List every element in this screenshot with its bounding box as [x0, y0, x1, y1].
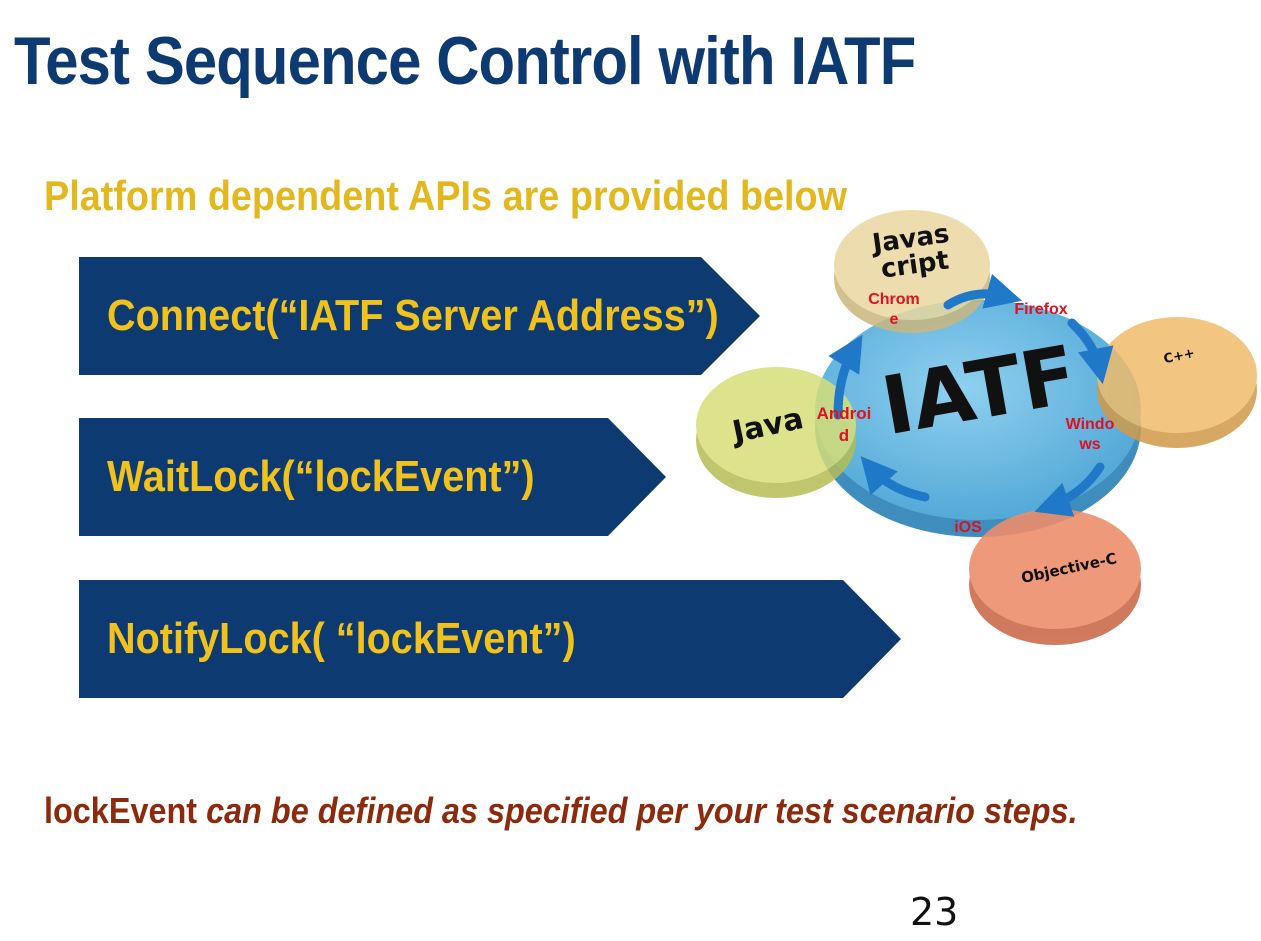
step-connect-label: Connect(“IATF Server Address”) — [107, 291, 719, 340]
cycle-arrow-bottom-right — [1034, 462, 1105, 517]
footnote-keyword: lockEvent — [44, 790, 198, 831]
ios-label: iOS — [954, 519, 982, 536]
cpp-label: C++ — [1162, 346, 1196, 367]
footnote: lockEvent can be defined as specified pe… — [44, 790, 1078, 832]
cpp-disc — [1097, 317, 1257, 448]
slide-subtitle: Platform dependent APIs are provided bel… — [44, 172, 848, 219]
windows-label-line1: Windo — [1066, 416, 1115, 433]
cycle-arrows — [828, 273, 1114, 517]
objective-c-disc — [969, 509, 1141, 645]
cycle-arrow-top — [943, 273, 1022, 310]
firefox-label: Firefox — [1014, 301, 1067, 318]
cycle-arrow-right — [1067, 318, 1114, 385]
android-label-line1: Androi — [817, 404, 872, 423]
cycle-arrow-left — [828, 334, 863, 420]
chrome-label-line2: e — [890, 311, 899, 328]
step-connect-arrow: Connect(“IATF Server Address”) — [79, 257, 760, 375]
step-waitlock-arrow: WaitLock(“lockEvent”) — [79, 418, 666, 536]
chrome-label-line1: Chrom — [868, 291, 920, 308]
iatf-platform-diagram: IATF Javas cript C++ Java Objective-C Ch… — [696, 210, 1257, 645]
step-notifylock-arrow: NotifyLock( “lockEvent”) — [79, 580, 901, 698]
slide-title: Test Sequence Control with IATF — [14, 23, 916, 99]
step-notifylock-label: NotifyLock( “lockEvent”) — [107, 614, 576, 663]
java-disc — [696, 367, 856, 498]
page-number: 23 — [910, 890, 959, 934]
footnote-text: can be defined as specified per your tes… — [197, 790, 1078, 831]
cycle-arrow-bottom-left — [860, 456, 930, 502]
step-waitlock-label: WaitLock(“lockEvent”) — [107, 452, 535, 501]
windows-label-line2: ws — [1078, 436, 1100, 453]
android-label-line2: d — [839, 426, 849, 445]
